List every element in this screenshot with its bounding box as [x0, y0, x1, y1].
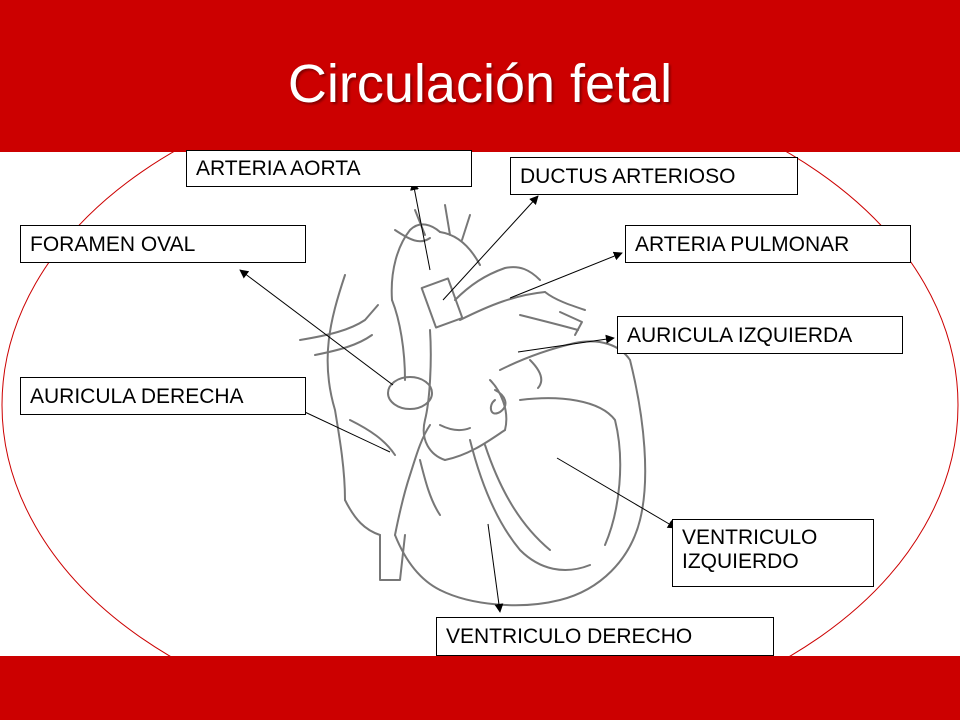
arrow-ventriculo-izquierdo [556, 457, 677, 529]
label-ventriculo-derecho: VENTRICULO DERECHO [436, 617, 774, 656]
arrow-foramen-oval [239, 269, 394, 386]
header-band [0, 0, 960, 152]
arrow-arteria-pulmonar [509, 251, 623, 299]
label-auricula-izquierda: AURICULA IZQUIERDA [617, 316, 903, 354]
footer-band [0, 656, 960, 720]
label-arteria-pulmonar: ARTERIA PULMONAR [625, 225, 911, 263]
arrow-auricula-derecha [291, 405, 391, 453]
label-auricula-derecha: AURICULA DERECHA [20, 377, 306, 415]
arrow-arteria-aorta [410, 181, 431, 271]
arrow-ductus-arterioso [442, 195, 539, 301]
label-arteria-aorta: ARTERIA AORTA [186, 150, 472, 187]
label-foramen-oval: FORAMEN OVAL [20, 225, 306, 263]
arrow-ventriculo-derecho [487, 523, 504, 613]
slide-title: Circulación fetal [287, 54, 673, 114]
label-ductus-arterioso: DUCTUS ARTERIOSO [510, 157, 798, 195]
label-ventriculo-izquierdo: VENTRICULO IZQUIERDO [672, 519, 874, 587]
heart-drawing [299, 204, 647, 607]
leader-lines [239, 181, 677, 613]
arrow-auricula-izquierda [517, 334, 615, 353]
